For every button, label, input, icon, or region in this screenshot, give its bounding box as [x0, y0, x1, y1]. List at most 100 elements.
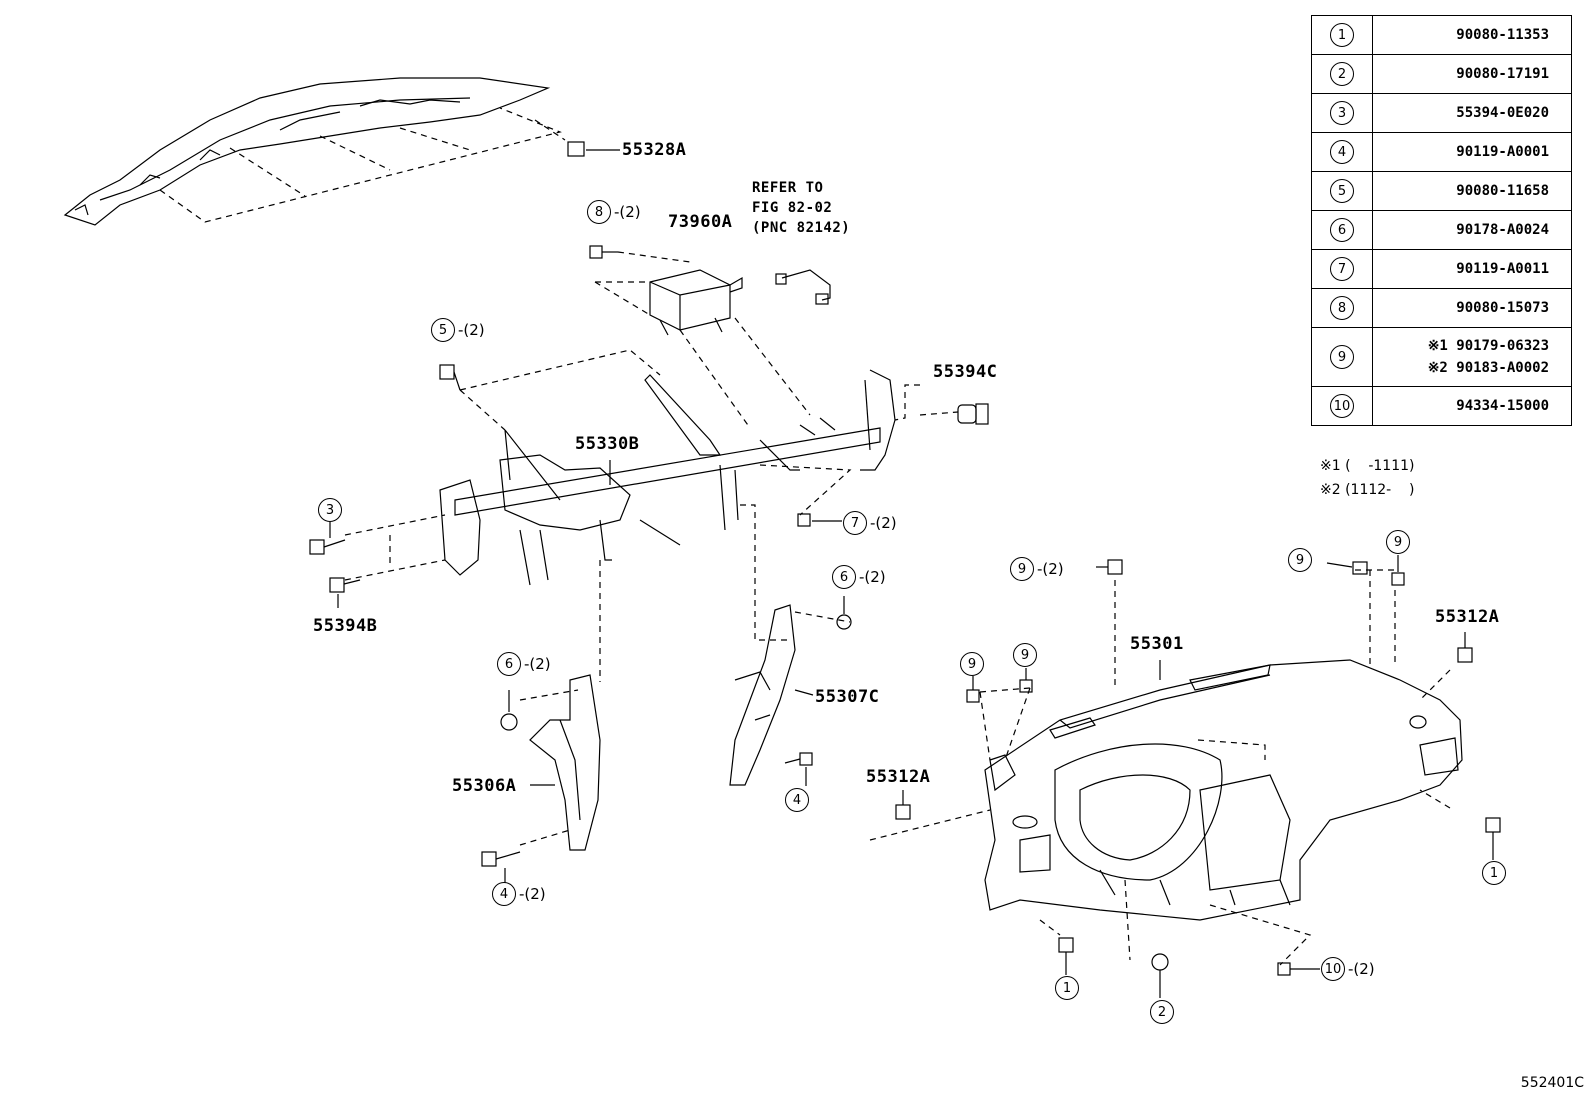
parts-table-number-cell: 55394-0E020 [1372, 93, 1572, 133]
bolt-4-lower [481, 851, 497, 867]
callout-9-a: 9-(2) [1010, 556, 1064, 582]
refer-note-line-1: REFER TO [752, 180, 824, 196]
clip-55328a [567, 141, 585, 157]
parts-table-row: 3 55394-0E020 [1311, 93, 1572, 133]
parts-table-number-cell: 90080-17191 [1372, 54, 1572, 94]
part-number: 90119-A0011 [1456, 261, 1549, 277]
ref-number: 4 [1330, 140, 1354, 164]
parts-table-row: 9※1 90179-06323※2 90183-A0002 [1311, 327, 1572, 387]
parts-table-number-cell: 90080-15073 [1372, 288, 1572, 328]
nut-2 [1151, 953, 1169, 971]
callout-9-e: 9 [1013, 642, 1037, 668]
parts-table-number-cell: 90119-A0011 [1372, 249, 1572, 289]
bolt-5 [439, 364, 455, 380]
refer-note-line-2: FIG 82-02 [752, 200, 833, 216]
nut-6-upper [836, 614, 852, 630]
footnote-2: ※2 (1112- ) [1320, 482, 1415, 498]
parts-table-number-cell: 90119-A0001 [1372, 132, 1572, 172]
callout-1-lower: 1 [1055, 975, 1079, 1001]
clip-9-d [966, 689, 980, 703]
callout-10: 10-(2) [1321, 956, 1375, 982]
part-number: 90119-A0001 [1456, 144, 1549, 160]
callout-number: 1 [1055, 976, 1079, 1000]
part-number: 90080-11353 [1456, 27, 1549, 43]
callout-7: 7-(2) [843, 510, 897, 536]
callout-number: 9 [1288, 548, 1312, 572]
label-73960a: 73960A [668, 212, 733, 232]
clip-9-b [1352, 561, 1368, 575]
footnote-1: ※1 ( -1111) [1320, 458, 1415, 474]
part-number: 90080-15073 [1456, 300, 1549, 316]
upper-panel-guides [159, 107, 566, 223]
callout-number: 7 [843, 511, 867, 535]
part-number: ※1 90179-06323 [1427, 338, 1549, 354]
label-55394c: 55394C [933, 362, 998, 382]
callout-qty: -(2) [1037, 560, 1064, 578]
ref-number: 8 [1330, 296, 1354, 320]
callout-number: 8 [587, 200, 611, 224]
figure-code: 552401C [1520, 1075, 1584, 1091]
parts-table-number-cell: 90080-11353 [1372, 15, 1572, 55]
callout-3: 3 [318, 497, 342, 523]
callout-number: 4 [492, 882, 516, 906]
part-number: 90080-17191 [1456, 66, 1549, 82]
parts-table-ref-cell: 5 [1311, 171, 1373, 211]
ref-number: 7 [1330, 257, 1354, 281]
brace-55307c-drawing [729, 604, 814, 786]
callout-qty: -(2) [524, 655, 551, 673]
part-number: 94334-15000 [1456, 398, 1549, 414]
callout-number: 2 [1150, 1000, 1174, 1024]
label-55301: 55301 [1130, 634, 1184, 654]
grommet-55394c [957, 404, 977, 424]
label-55312a-left: 55312A [866, 767, 931, 787]
parts-table-number-cell: 90080-11658 [1372, 171, 1572, 211]
nut-6-lower [500, 713, 518, 731]
parts-table-ref-cell: 3 [1311, 93, 1373, 133]
callout-6-lower: 6-(2) [497, 651, 551, 677]
callout-9-d: 9 [960, 651, 984, 677]
bolt-1-lower [1058, 937, 1074, 953]
callout-number: 1 [1482, 861, 1506, 885]
parts-table-ref-cell: 2 [1311, 54, 1373, 94]
bolt-1-right [1485, 817, 1501, 833]
parts-table-number-cell: ※1 90179-06323※2 90183-A0002 [1372, 327, 1572, 387]
screw-8 [589, 245, 618, 259]
ref-number: 5 [1330, 179, 1354, 203]
parts-table-ref-cell: 10 [1311, 386, 1373, 426]
callout-9-b: 9 [1288, 547, 1312, 573]
ref-number: 3 [1330, 101, 1354, 125]
parts-table-ref-cell: 7 [1311, 249, 1373, 289]
callout-number: 9 [960, 652, 984, 676]
callout-4-upper: 4 [785, 787, 809, 813]
label-55330b: 55330B [575, 434, 640, 454]
ref-number: 6 [1330, 218, 1354, 242]
parts-table-row: 4 90119-A0001 [1311, 132, 1572, 172]
parts-table-number-cell: 94334-15000 [1372, 386, 1572, 426]
callout-qty: -(2) [859, 568, 886, 586]
parts-table-row: 7 90119-A0011 [1311, 249, 1572, 289]
parts-table-ref-cell: 6 [1311, 210, 1373, 250]
parts-table-ref-cell: 4 [1311, 132, 1373, 172]
clip-9-c [1391, 572, 1405, 586]
callout-qty: -(2) [519, 885, 546, 903]
callout-number: 9 [1386, 530, 1410, 554]
bolt-55312a-left [895, 804, 911, 820]
instrument-panel-drawing [984, 659, 1463, 921]
callout-8: 8-(2) [587, 199, 641, 225]
parts-table-number-cell: 90178-A0024 [1372, 210, 1572, 250]
callout-5: 5-(2) [431, 317, 485, 343]
callout-qty: -(2) [614, 203, 641, 221]
part-number: 55394-0E020 [1456, 105, 1549, 121]
airbag-module-drawing [649, 269, 743, 336]
part-number: 90178-A0024 [1456, 222, 1549, 238]
callout-9-c: 9 [1386, 529, 1410, 555]
clip-9-a [1107, 559, 1123, 575]
parts-table-row: 2 90080-17191 [1311, 54, 1572, 94]
parts-table-row: 6 90178-A0024 [1311, 210, 1572, 250]
callout-number: 6 [497, 652, 521, 676]
ref-number: 10 [1330, 394, 1354, 418]
